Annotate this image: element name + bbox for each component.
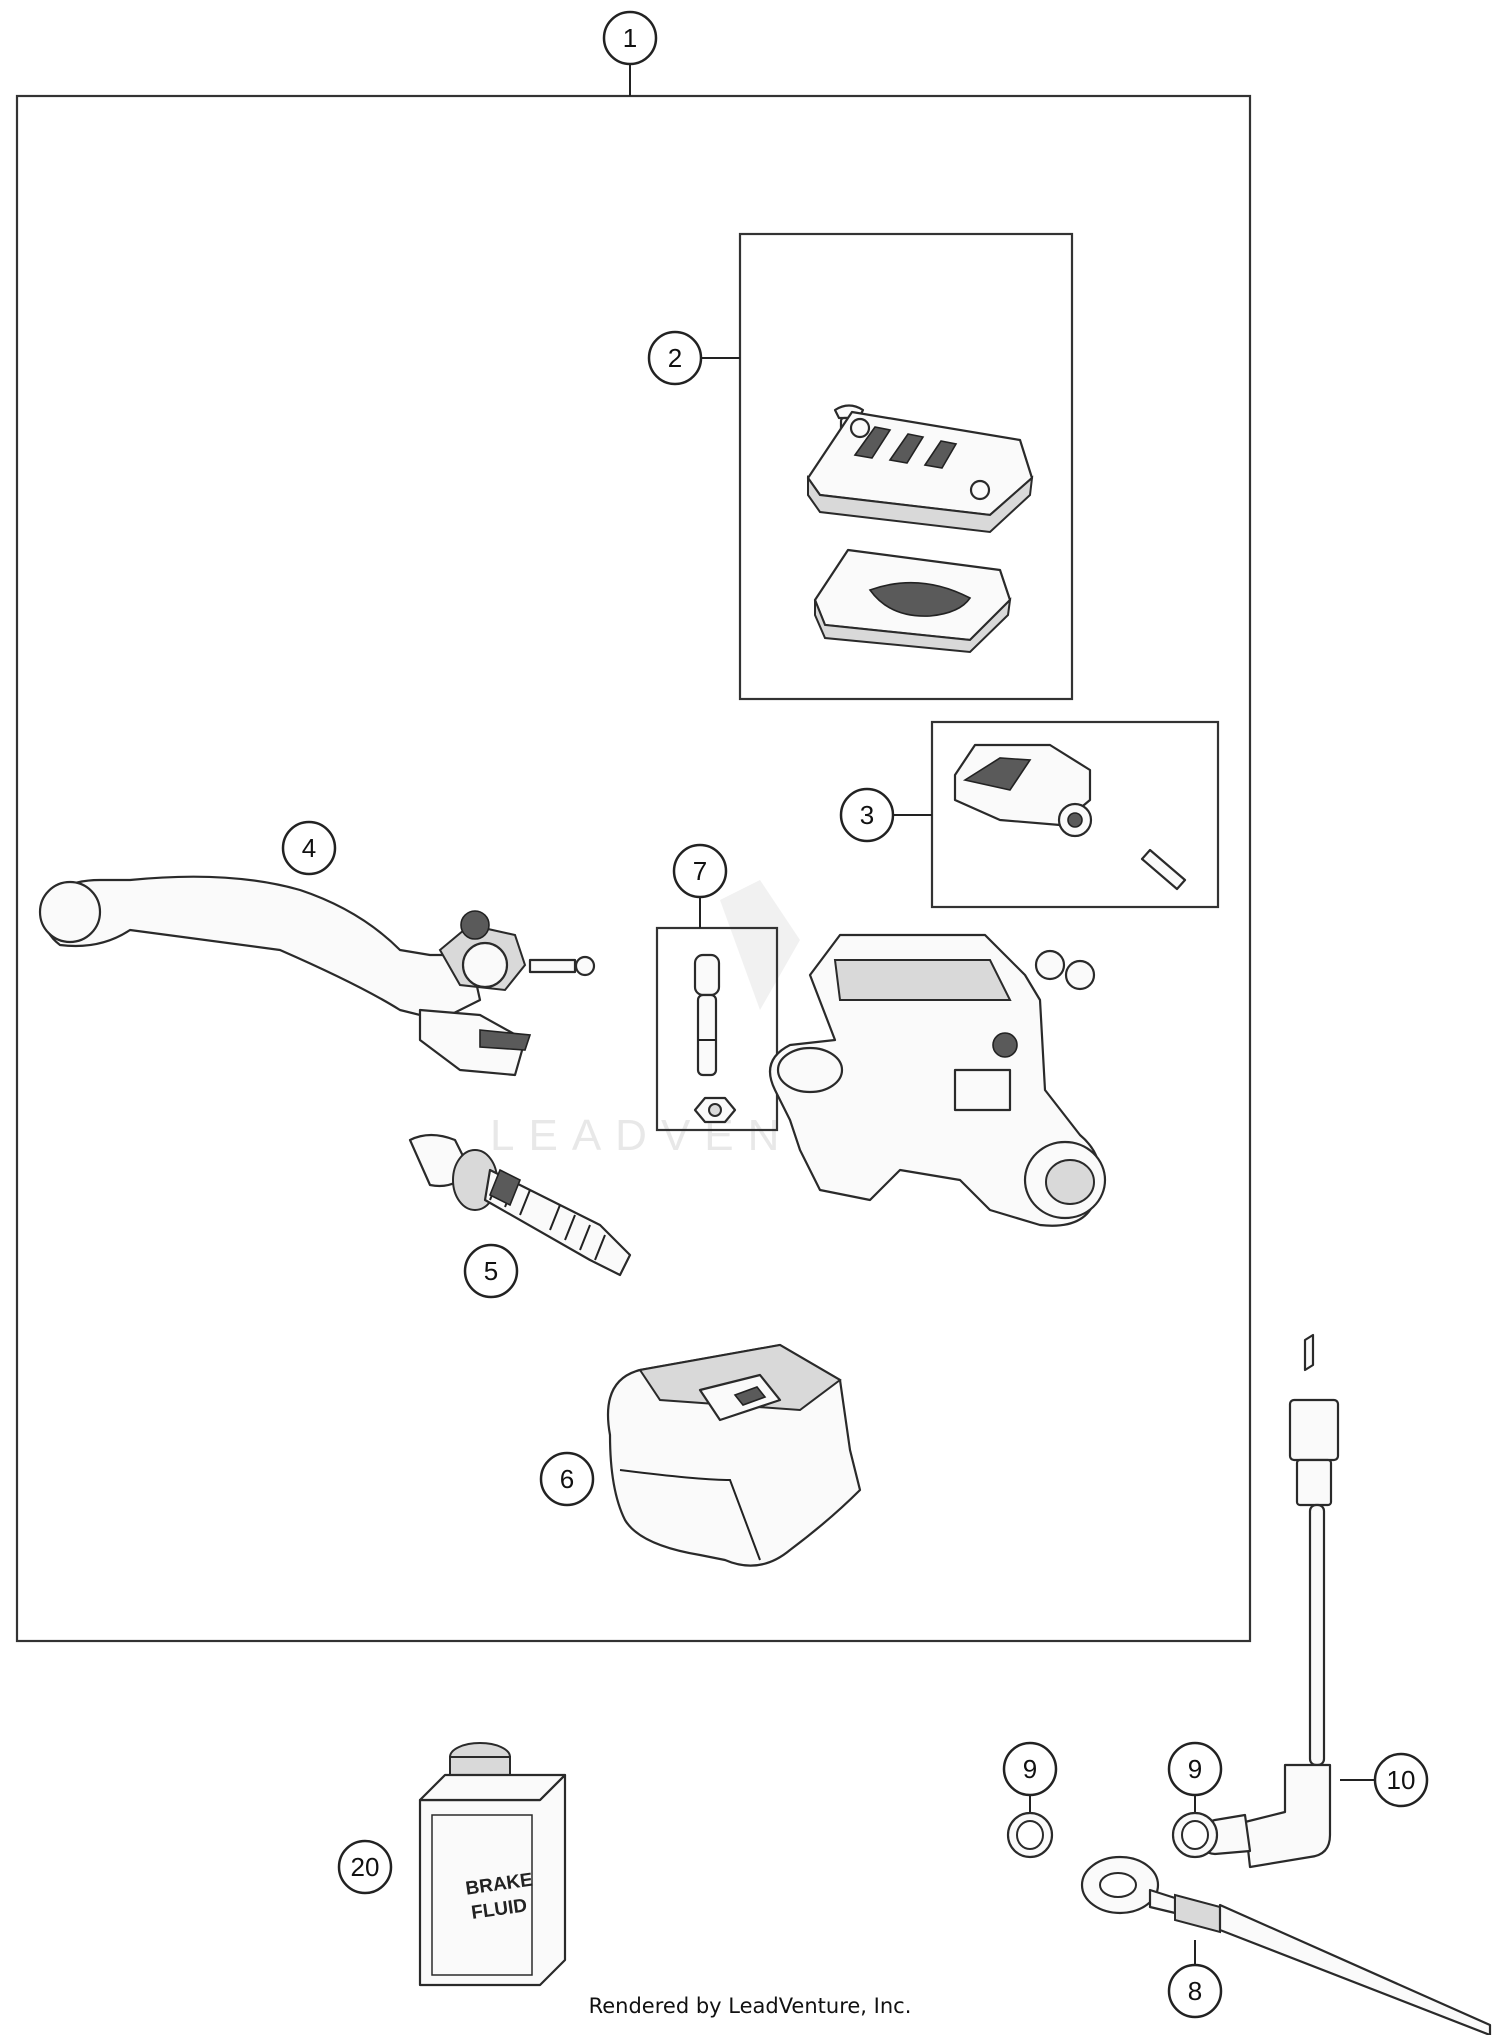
callout-3: 3	[839, 787, 895, 843]
callout-10: 10	[1373, 1752, 1429, 1808]
reservoir-cap-box	[701, 232, 1074, 701]
callout-label: 9	[1023, 1754, 1037, 1784]
callout-6: 6	[539, 1451, 595, 1507]
pin-icon	[1140, 848, 1187, 891]
master-cylinder-icon	[768, 933, 1107, 1227]
callout-7: 7	[672, 843, 728, 899]
pivot-bolt-icon	[693, 953, 721, 1077]
handlebar-clamp-icon	[953, 743, 1093, 838]
brake-lever-icon	[38, 875, 596, 1077]
callout-2: 2	[647, 330, 703, 386]
callout-9-left: 9	[1002, 1741, 1058, 1797]
brake-line-icon	[1080, 1855, 1492, 2035]
brake-light-switch-icon	[1198, 1333, 1340, 1869]
callout-label: 3	[860, 800, 874, 830]
callout-label: 9	[1188, 1754, 1202, 1784]
callout-label: 1	[623, 23, 637, 53]
callout-1: 1	[602, 10, 658, 66]
callout-label: 10	[1387, 1765, 1416, 1795]
footer-credit: Rendered by LeadVenture, Inc.	[588, 1994, 912, 2018]
callout-label: 6	[560, 1464, 574, 1494]
leader-lines	[1029, 1779, 1375, 1965]
diaphragm-icon	[813, 548, 1012, 654]
brake-fluid-bottle-icon: BRAKE FLUID	[418, 1742, 567, 1987]
callout-20: 20	[337, 1839, 393, 1895]
nut-icon	[693, 1096, 737, 1124]
callout-label: 2	[668, 343, 682, 373]
kit-frame	[15, 62, 1252, 1643]
callout-8: 8	[1167, 1963, 1223, 2019]
clamp-box	[892, 720, 1220, 909]
piston-set-icon	[408, 1133, 632, 1277]
callout-9-right: 9	[1167, 1741, 1223, 1797]
callout-label: 5	[484, 1256, 498, 1286]
callout-label: 7	[693, 856, 707, 886]
callout-label: 20	[351, 1852, 380, 1882]
pivot-box	[655, 897, 779, 1132]
reservoir-cap-icon	[806, 410, 1034, 534]
callout-5: 5	[463, 1243, 519, 1299]
callout-label: 4	[302, 833, 316, 863]
protection-cover-icon	[606, 1343, 862, 1567]
washer-icon	[1171, 1811, 1219, 1859]
callout-label: 8	[1188, 1976, 1202, 2006]
washer-icon	[1006, 1811, 1054, 1859]
callout-4: 4	[281, 820, 337, 876]
